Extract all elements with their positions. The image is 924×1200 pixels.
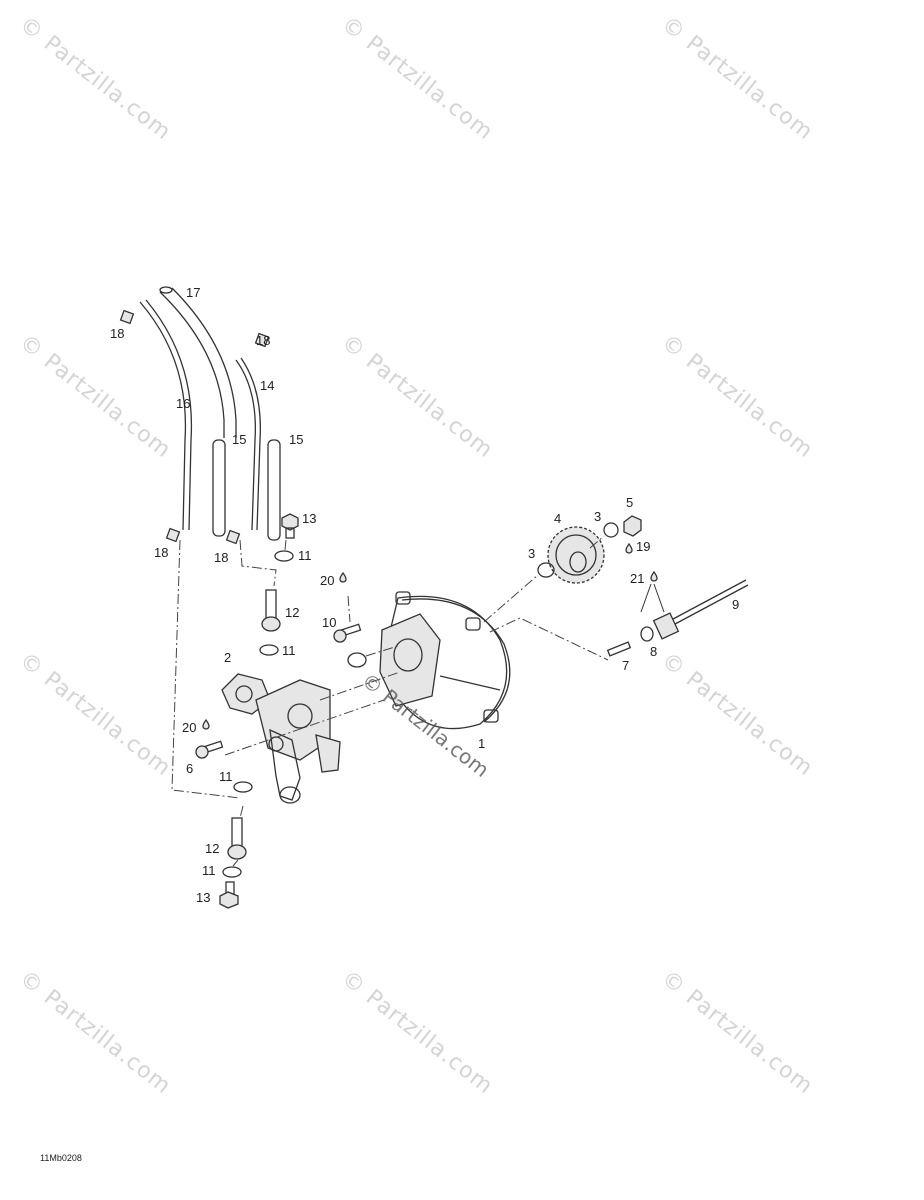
callout-11: 11 bbox=[219, 769, 233, 784]
grease-drop-21 bbox=[650, 570, 658, 582]
gear-4 bbox=[547, 526, 605, 584]
assembly-line bbox=[365, 645, 399, 657]
assembly-line bbox=[483, 574, 539, 623]
assembly-line bbox=[319, 671, 401, 701]
callout-16: 16 bbox=[176, 396, 190, 411]
callout-13: 13 bbox=[302, 511, 316, 526]
banjo-fitting-12-top bbox=[261, 589, 281, 632]
callout-13: 13 bbox=[196, 890, 210, 905]
assembly-line bbox=[171, 539, 241, 799]
hose-15-right bbox=[267, 439, 281, 541]
leader-21 bbox=[640, 583, 652, 613]
leader-21 bbox=[653, 583, 665, 613]
callout-8: 8 bbox=[650, 644, 657, 659]
callout-3: 3 bbox=[528, 546, 535, 561]
callout-12: 12 bbox=[285, 605, 299, 620]
callout-20: 20 bbox=[182, 720, 196, 735]
callout-7: 7 bbox=[622, 658, 629, 673]
hose-17 bbox=[159, 286, 237, 438]
washer-3 bbox=[603, 522, 619, 538]
clamp-18 bbox=[165, 527, 181, 543]
grease-drop-19 bbox=[625, 542, 633, 554]
clamp-18 bbox=[119, 309, 135, 325]
washer-3 bbox=[537, 562, 555, 578]
callout-18: 18 bbox=[214, 550, 228, 565]
clamp-18 bbox=[254, 332, 270, 348]
banjo-bolt-13-top bbox=[281, 513, 299, 539]
callout-17: 17 bbox=[186, 285, 200, 300]
reference-code: 11Mb0208 bbox=[40, 1153, 82, 1163]
callout-4: 4 bbox=[554, 511, 561, 526]
callout-14: 14 bbox=[260, 378, 274, 393]
washer-11 bbox=[274, 550, 294, 562]
hose-14 bbox=[235, 357, 261, 531]
hose-15-left bbox=[212, 439, 226, 537]
callout-18: 18 bbox=[256, 333, 270, 348]
assembly-line bbox=[239, 539, 277, 587]
grease-drop-20 bbox=[339, 571, 347, 583]
callout-11: 11 bbox=[202, 863, 216, 878]
hose-16 bbox=[139, 299, 193, 531]
callout-5: 5 bbox=[626, 495, 633, 510]
pump-housing-1 bbox=[379, 591, 511, 730]
callout-21: 21 bbox=[630, 571, 644, 586]
washer-8 bbox=[640, 626, 654, 642]
washer-11 bbox=[233, 781, 253, 793]
oil-pump-2 bbox=[221, 673, 341, 804]
assembly-line bbox=[589, 535, 605, 549]
o-ring bbox=[347, 652, 367, 668]
clamp-18 bbox=[225, 529, 241, 545]
banjo-fitting-12-bottom bbox=[227, 817, 247, 860]
callout-19: 19 bbox=[636, 539, 650, 554]
shaft-9 bbox=[652, 579, 749, 640]
callout-9: 9 bbox=[732, 597, 739, 612]
screw-10 bbox=[333, 623, 362, 643]
callout-6: 6 bbox=[186, 761, 193, 776]
assembly-line bbox=[232, 859, 239, 867]
callout-3: 3 bbox=[594, 509, 601, 524]
assembly-line bbox=[224, 699, 385, 756]
banjo-bolt-13-bottom bbox=[219, 881, 239, 909]
washer-11 bbox=[222, 866, 242, 878]
assembly-line bbox=[489, 617, 609, 661]
callout-10: 10 bbox=[322, 615, 336, 630]
callout-11: 11 bbox=[282, 643, 296, 658]
callout-2: 2 bbox=[224, 650, 231, 665]
callout-12: 12 bbox=[205, 841, 219, 856]
pin-7 bbox=[606, 641, 632, 657]
callout-18: 18 bbox=[110, 326, 124, 341]
washer-11 bbox=[259, 644, 279, 656]
callout-20: 20 bbox=[320, 573, 334, 588]
nut-5 bbox=[623, 515, 642, 537]
callout-1: 1 bbox=[478, 736, 485, 751]
assembly-line bbox=[239, 805, 244, 819]
grease-drop-20 bbox=[202, 718, 210, 730]
callout-18: 18 bbox=[154, 545, 168, 560]
assembly-line bbox=[284, 539, 287, 551]
assembly-line bbox=[347, 595, 351, 623]
callouts: 1 2 3 3 4 5 6 7 8 9 10 11 11 11 11 12 12… bbox=[110, 285, 739, 905]
screw-6 bbox=[195, 740, 224, 759]
callout-15: 15 bbox=[232, 432, 246, 447]
callout-15: 15 bbox=[289, 432, 303, 447]
callout-11: 11 bbox=[298, 548, 312, 563]
